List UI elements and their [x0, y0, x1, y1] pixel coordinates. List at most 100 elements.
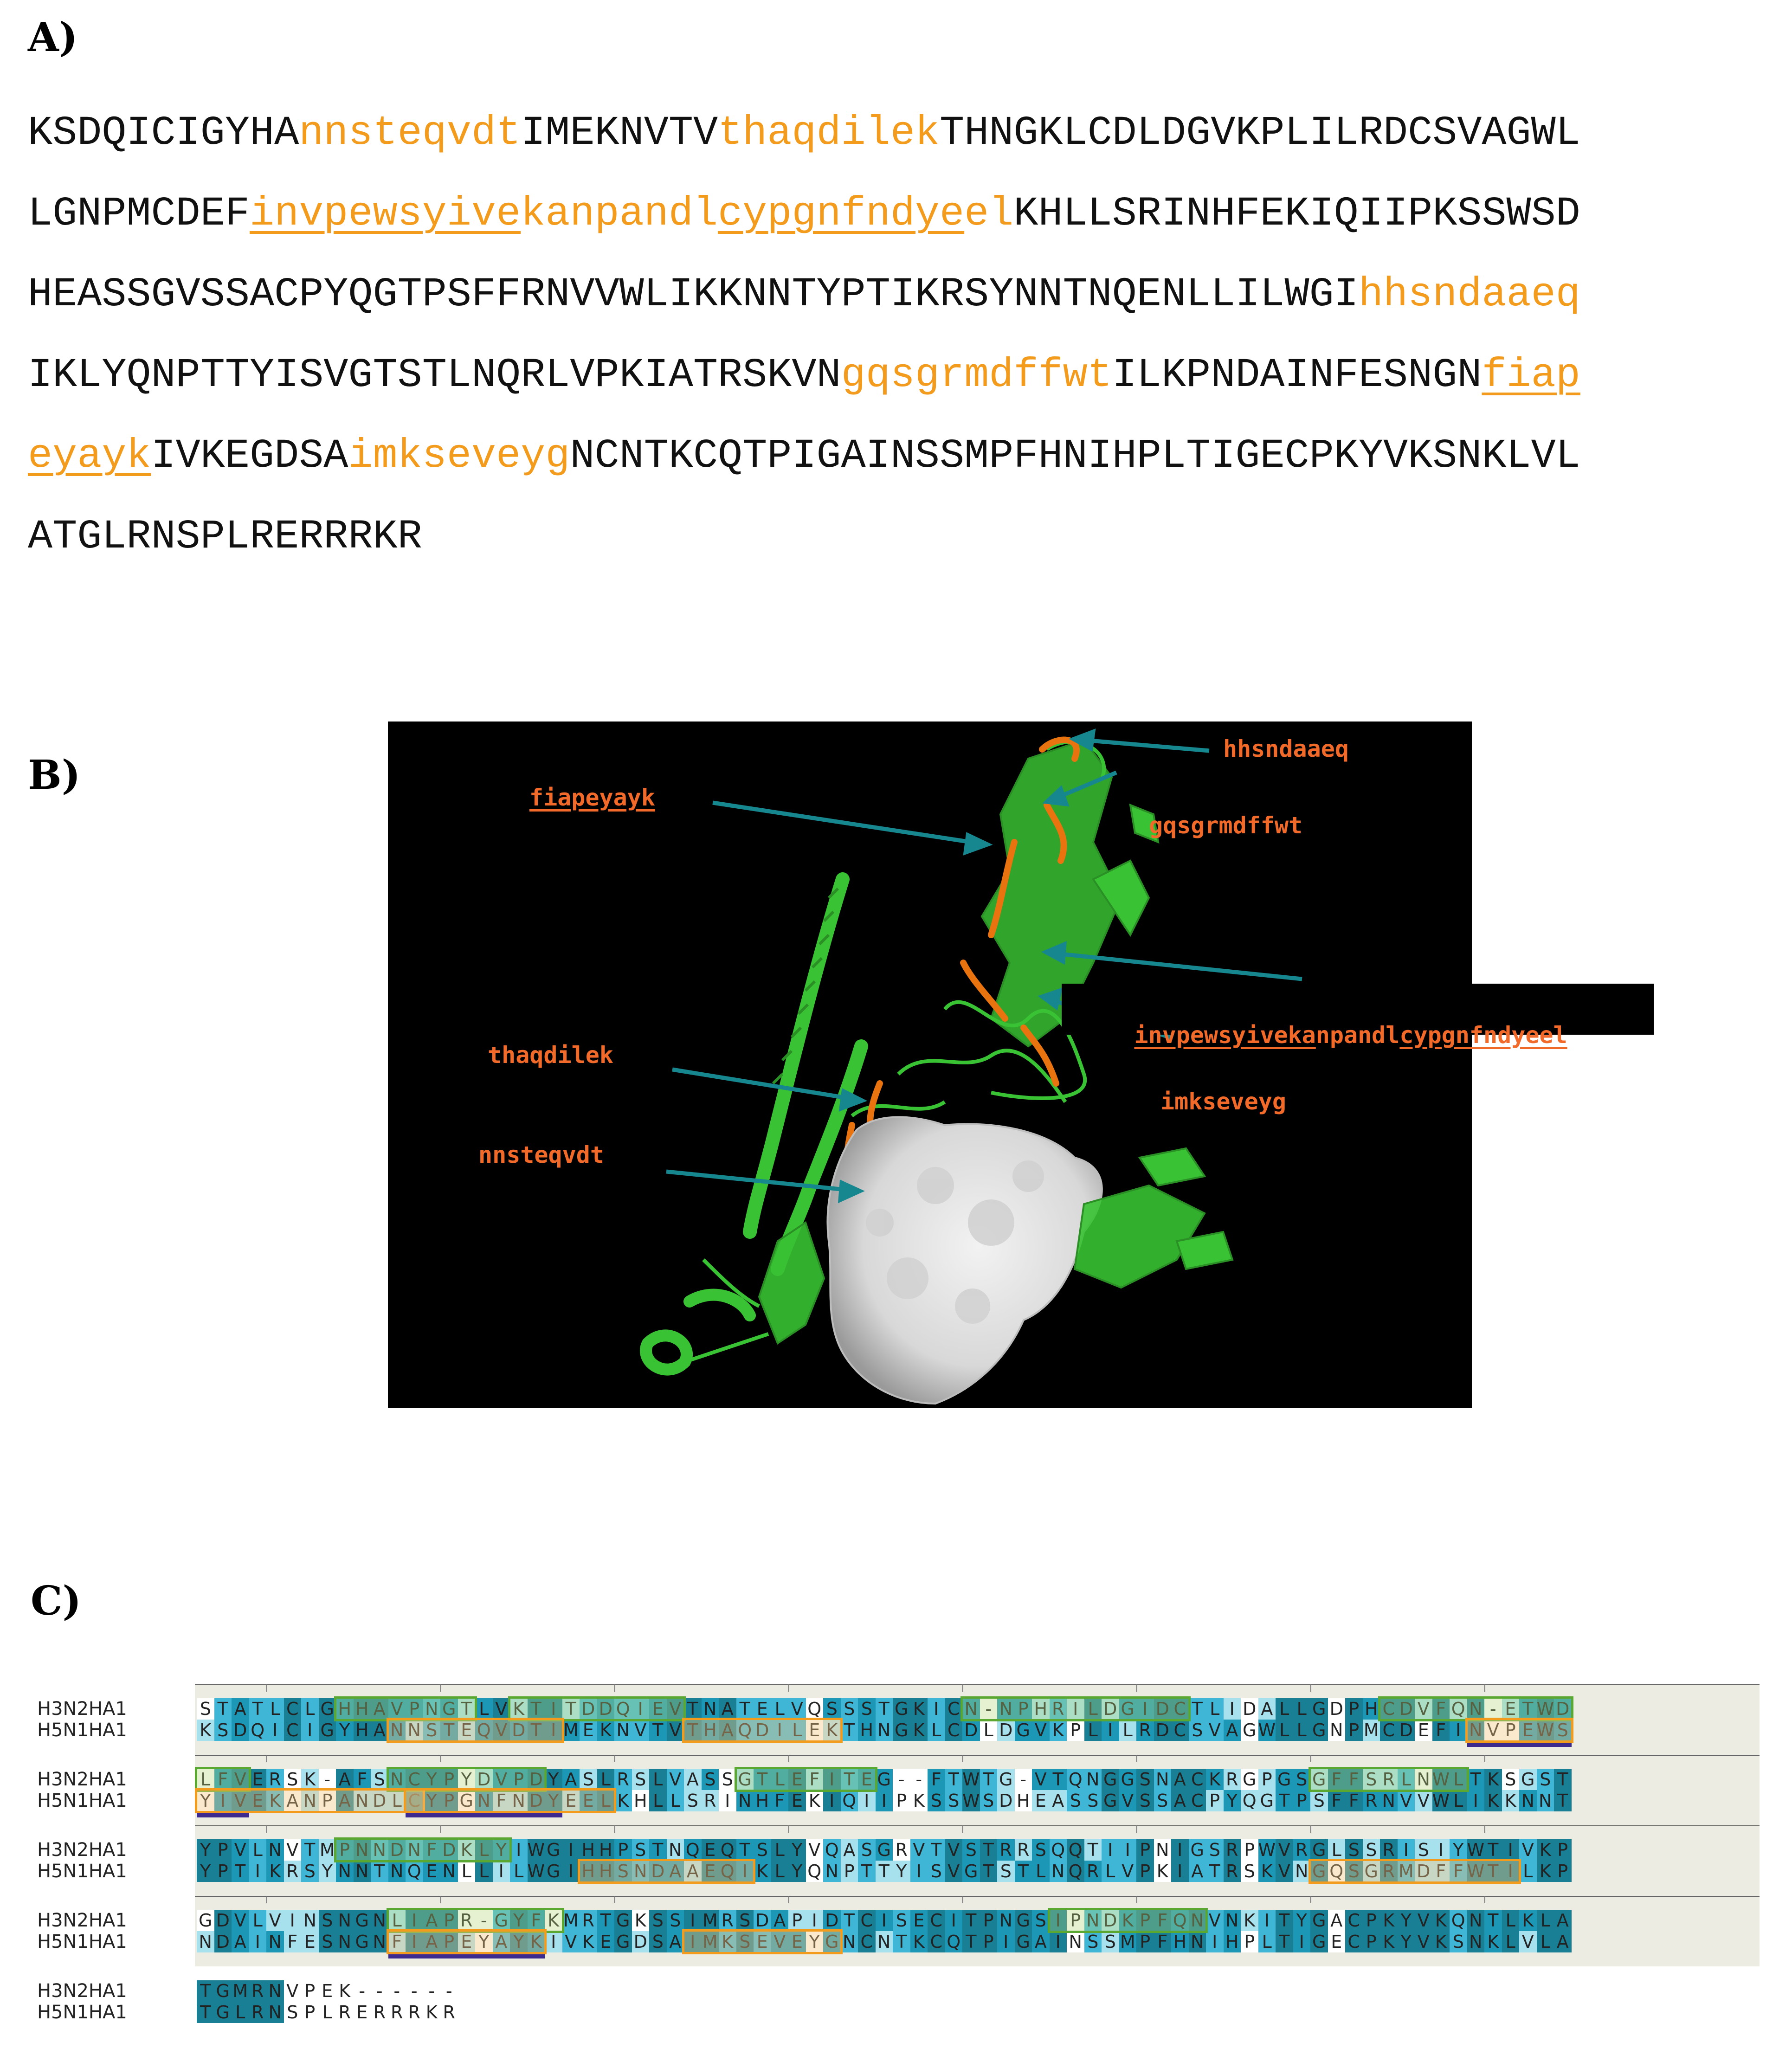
residue: Q — [736, 1720, 754, 1741]
residue: P — [440, 1931, 458, 1952]
residue: K — [1258, 1861, 1276, 1882]
residue: A — [284, 1790, 301, 1811]
residue: L — [318, 2002, 336, 2023]
residue: V — [232, 1769, 249, 1790]
residue: D — [1397, 1698, 1415, 1720]
residue: A — [1049, 1790, 1067, 1811]
protein-structure-drawing — [640, 728, 1302, 1405]
ruler-tick — [788, 1896, 789, 1903]
residue: C — [1380, 1720, 1398, 1741]
sequence-segment: THNGKLCDLDGVKPLILRDCSVAGWL — [940, 110, 1580, 156]
residue: F — [1345, 1769, 1363, 1790]
residue: I — [928, 1698, 945, 1720]
residue: I — [406, 1910, 423, 1931]
residue: I — [1136, 1698, 1154, 1720]
residue: T — [980, 1839, 997, 1861]
residue: P — [1362, 1910, 1380, 1931]
residue: L — [980, 1720, 997, 1741]
residue: H — [632, 1790, 649, 1811]
ruler-tick — [266, 1684, 267, 1692]
residue: S — [1536, 1769, 1554, 1790]
residue: - — [980, 1698, 997, 1720]
residue: S — [980, 1790, 997, 1811]
epitope-segment: el — [964, 190, 1014, 237]
residue: L — [1293, 1698, 1310, 1720]
h5-epitope-box — [195, 1788, 425, 1813]
residue: D — [997, 1720, 1015, 1741]
label-imkseveyg: imkseveyg — [1160, 1088, 1286, 1115]
residue: A — [492, 1931, 510, 1952]
residue: I — [1258, 1910, 1276, 1931]
residue: W — [1258, 1720, 1276, 1741]
residue: T — [840, 1720, 858, 1741]
residue: N — [197, 1931, 214, 1952]
residue: P — [301, 1980, 319, 2002]
residue: D — [962, 1720, 980, 1741]
sequence-segment: IKLYQNPTTYISVGTSTLNQRLVPKIATRSKVN — [28, 352, 841, 399]
residue: L — [475, 1698, 493, 1720]
residue: S — [1067, 1790, 1084, 1811]
residue: N — [1467, 1698, 1484, 1720]
residue: A — [423, 1910, 440, 1931]
residue: L — [388, 1910, 406, 1931]
residue: I — [1467, 1790, 1484, 1811]
residue: L — [666, 1790, 684, 1811]
residue: D — [214, 1910, 232, 1931]
residue: P — [406, 1698, 423, 1720]
residue: G — [440, 1698, 458, 1720]
residue: T — [527, 1698, 545, 1720]
residue: - — [445, 1981, 452, 2001]
residue: S — [1241, 1861, 1258, 1882]
residue: E — [788, 1790, 806, 1811]
residue: N — [1067, 1931, 1084, 1952]
residue: T — [562, 1698, 580, 1720]
residue: T — [458, 1698, 475, 1720]
residue: L — [1032, 1861, 1050, 1882]
residue: I — [823, 1790, 841, 1811]
residue: T — [1484, 1910, 1502, 1931]
residue: P — [1554, 1839, 1572, 1861]
residue: I — [997, 1931, 1015, 1952]
residue: N — [962, 1698, 980, 1720]
residue: Y — [458, 1769, 475, 1790]
residue: L — [771, 1861, 788, 1882]
residue: L — [510, 1861, 528, 1882]
residue: S — [649, 1910, 667, 1931]
residue: T — [980, 1861, 997, 1882]
ruler-tick — [788, 1684, 789, 1692]
residue: I — [1450, 1720, 1467, 1741]
residue: N — [875, 1720, 893, 1741]
epitope-segment: thaqdilek — [718, 110, 940, 156]
residue: K — [614, 1790, 632, 1811]
residue: L — [249, 1839, 266, 1861]
residue: R — [336, 2002, 354, 2023]
residue: A — [719, 1698, 736, 1720]
residue: R — [388, 2002, 406, 2023]
residue: - — [1484, 1698, 1502, 1720]
residue: V — [1397, 1790, 1415, 1811]
residue: N — [1467, 1720, 1484, 1741]
residue: H — [1171, 1931, 1189, 1952]
residue: F — [1432, 1698, 1450, 1720]
residue: F — [1328, 1790, 1345, 1811]
residue: V — [945, 1839, 962, 1861]
sequence-name: H3N2HA1 — [37, 1980, 127, 2002]
residue: V — [910, 1839, 928, 1861]
residue: S — [1188, 1720, 1206, 1741]
residue: N — [614, 1720, 632, 1741]
residue: A — [666, 1931, 684, 1952]
residue: R — [1223, 1839, 1241, 1861]
residue: Q — [1450, 1910, 1467, 1931]
residue: H — [1032, 1698, 1050, 1720]
ruler-tick — [1136, 1825, 1137, 1833]
ruler-tick — [1484, 1755, 1485, 1762]
residue: E — [788, 1769, 806, 1790]
residue: A — [684, 1861, 702, 1882]
sequence-line: IKLYQNPTTYISVGTSTLNQRLVPKIATRSKVNgqsgrmd… — [28, 335, 1773, 416]
residue: T — [232, 1861, 249, 1882]
label-part-npandl: npandl — [1315, 1022, 1400, 1049]
residue: T — [649, 1720, 667, 1741]
residue: E — [1415, 1720, 1432, 1741]
